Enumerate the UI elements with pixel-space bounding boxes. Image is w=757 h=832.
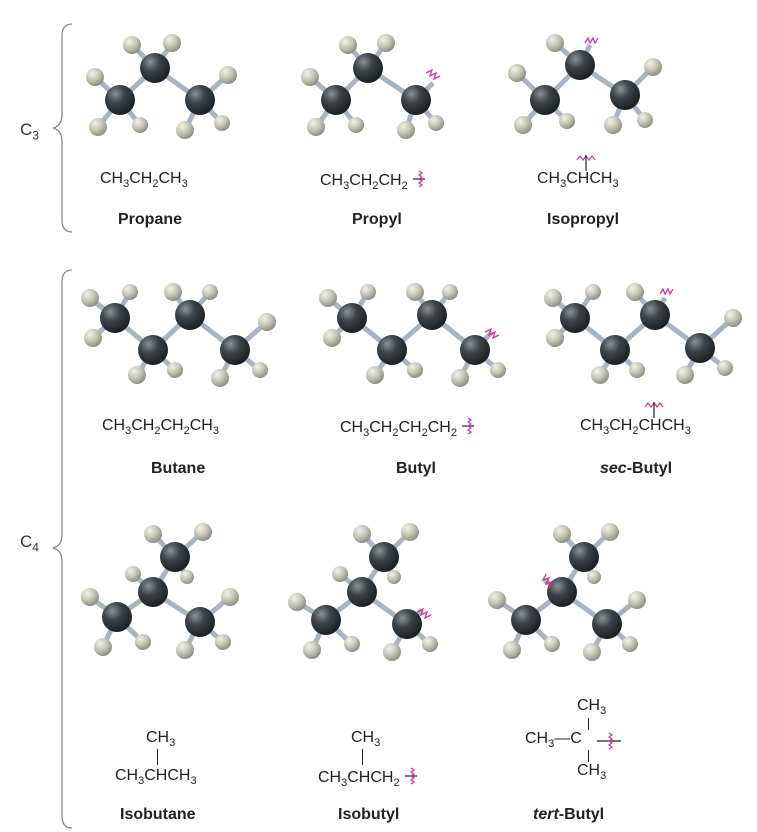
isopropyl-model bbox=[508, 34, 662, 134]
isobutyl-attachment-icon bbox=[405, 767, 418, 785]
propyl-attachment-icon bbox=[413, 170, 426, 188]
sec-butyl-model bbox=[544, 283, 742, 384]
brace-label-c3: C3 bbox=[20, 120, 39, 143]
isobutyl-vertical-bond bbox=[362, 749, 363, 765]
propane-model bbox=[86, 34, 237, 139]
tert-butyl-bond-bottom bbox=[588, 750, 589, 762]
isopropyl-name: Isopropyl bbox=[547, 211, 620, 228]
isobutane-model bbox=[81, 523, 239, 659]
butyl-attachment-icon bbox=[462, 417, 475, 435]
tert-butyl-name: tert-Butyl bbox=[533, 806, 605, 823]
isobutyl-name: Isobutyl bbox=[338, 806, 400, 823]
tert-butyl-attachment-icon bbox=[597, 732, 621, 750]
butyl-model bbox=[319, 283, 506, 387]
sec-butyl-name: sec-Butyl bbox=[600, 460, 673, 477]
isopropyl-attachment-icon bbox=[576, 155, 596, 171]
propyl-model bbox=[301, 34, 444, 139]
sec-butyl-formula: CH3CH2CHCH3 bbox=[580, 402, 691, 437]
isobutane-name: Isobutane bbox=[120, 806, 196, 823]
propane-formula: CH3CH2CH3 bbox=[100, 170, 188, 191]
tert-butyl-model bbox=[488, 523, 646, 661]
brace-label-c4: C4 bbox=[20, 532, 39, 555]
propyl-name: Propyl bbox=[352, 211, 402, 228]
butane-formula: CH3CH2CH2CH3 bbox=[102, 417, 219, 438]
sec-butyl-attachment-icon bbox=[644, 402, 664, 418]
isobutyl-model bbox=[288, 523, 438, 661]
brace-c3 bbox=[52, 23, 73, 233]
tert-butyl-formula: CH3 CH3—C CH3 bbox=[525, 697, 655, 787]
butyl-name: Butyl bbox=[396, 460, 436, 477]
isobutyl-formula: CH3 CH3CHCH2 bbox=[318, 727, 458, 789]
isopropyl-formula: CH3CHCH3 bbox=[537, 155, 619, 190]
butane-model bbox=[81, 283, 276, 387]
propyl-formula: CH3CH2CH2 bbox=[320, 170, 426, 192]
butane-name: Butane bbox=[151, 460, 206, 477]
isobutane-vertical-bond bbox=[157, 749, 158, 765]
isobutane-formula: CH3 CH3CHCH3 bbox=[115, 729, 197, 788]
butyl-formula: CH3CH2CH2CH2 bbox=[340, 417, 475, 439]
brace-c4 bbox=[52, 269, 73, 829]
tert-butyl-bond-top bbox=[588, 718, 589, 730]
propane-name: Propane bbox=[118, 211, 183, 228]
